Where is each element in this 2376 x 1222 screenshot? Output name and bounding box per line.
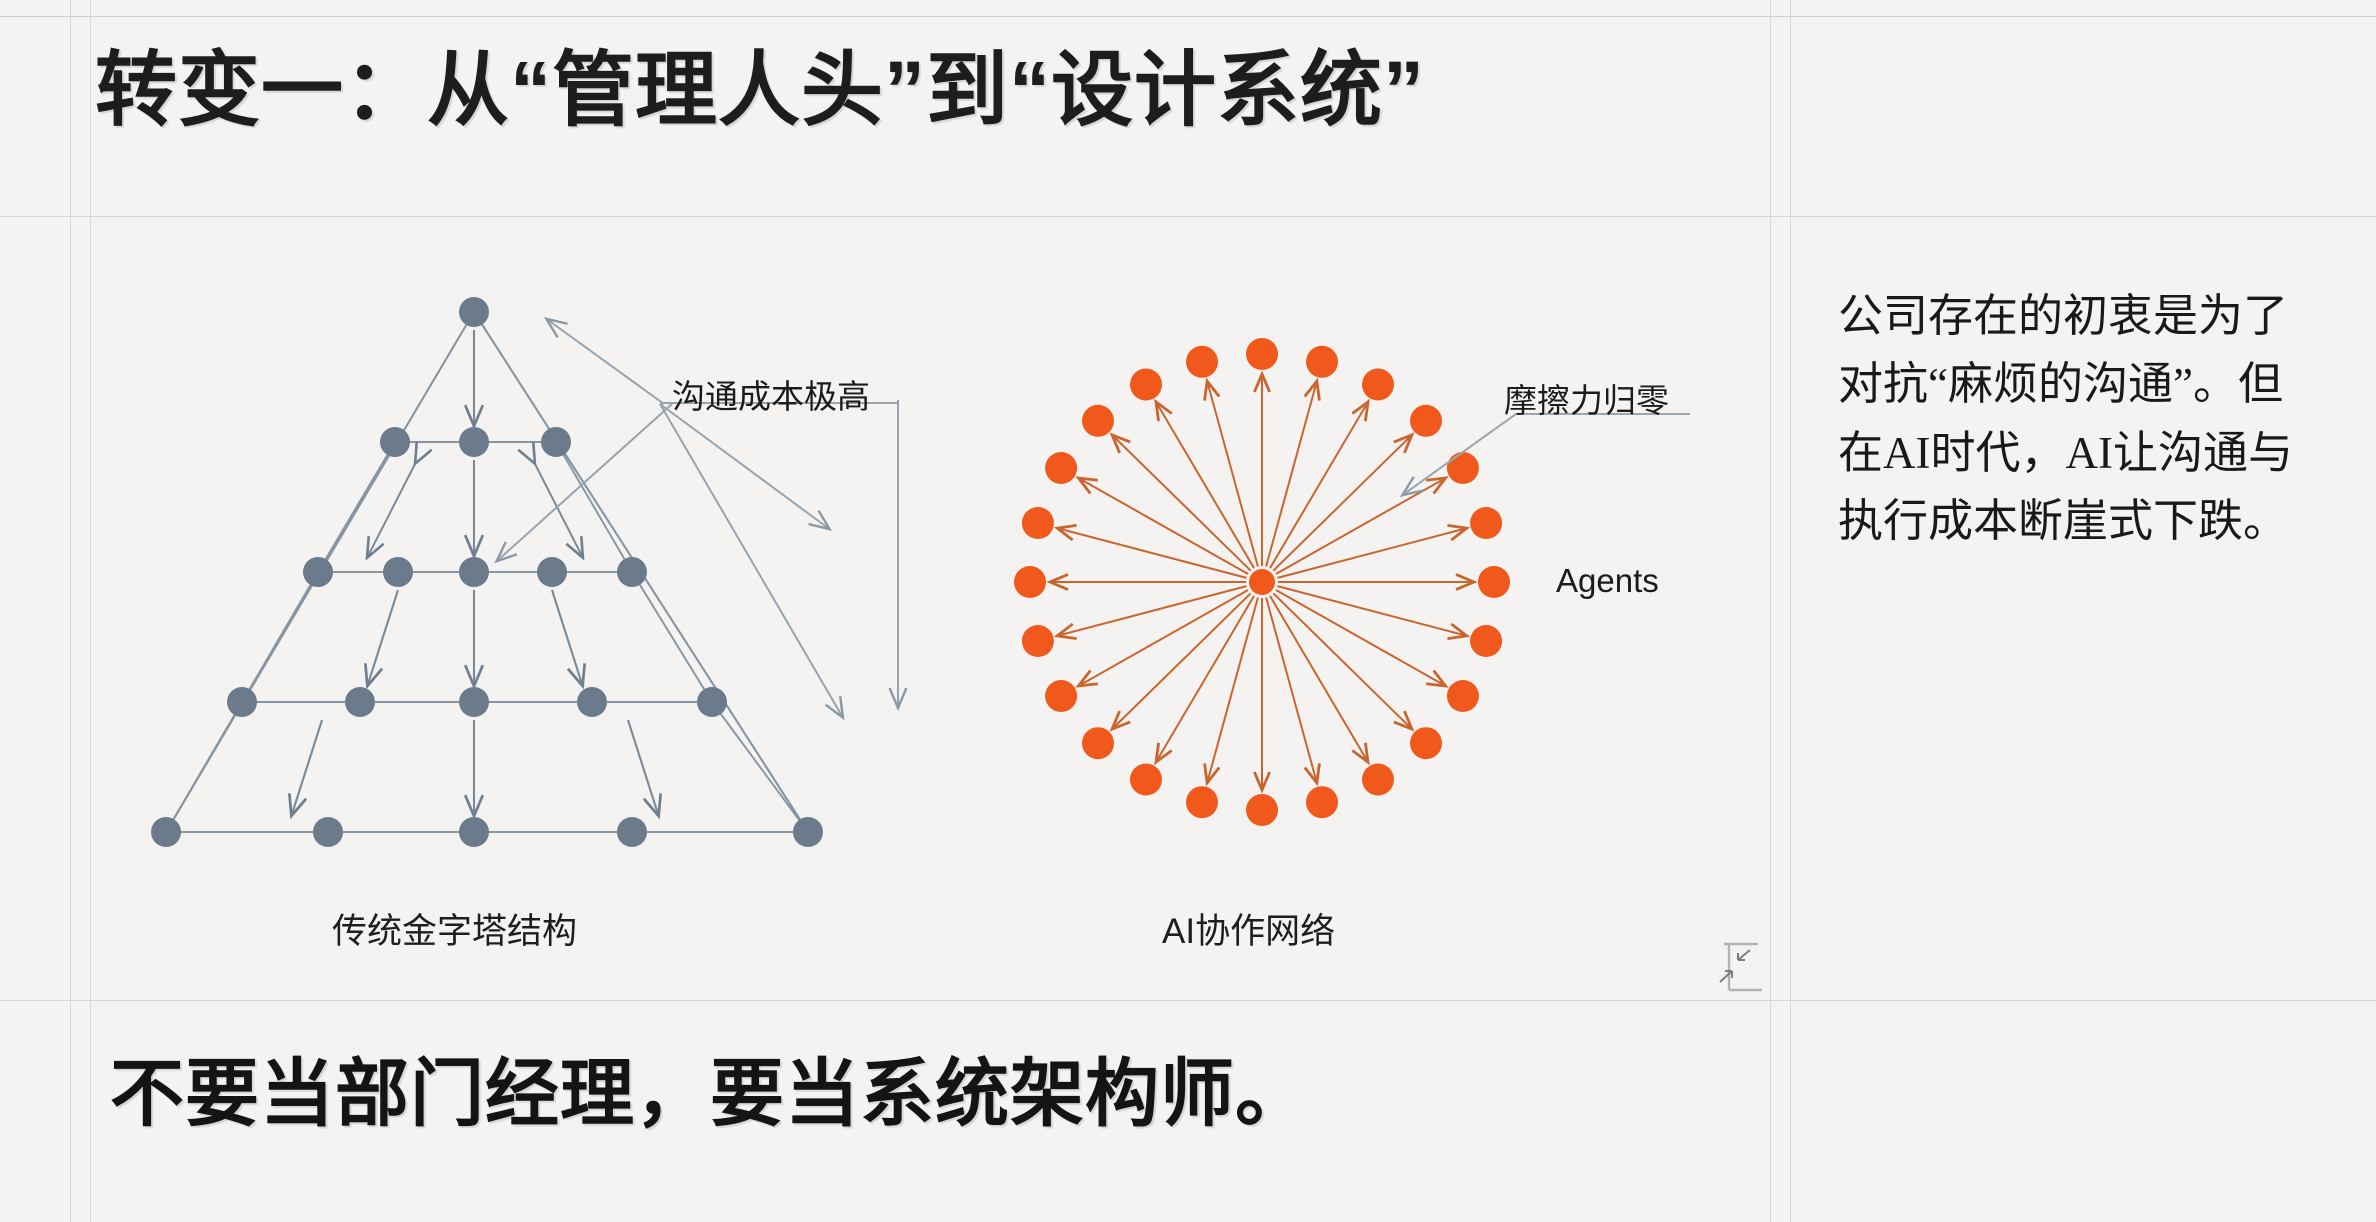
slide-notes-area <box>1790 16 2376 1222</box>
caption-traditional-pyramid: 传统金字塔结构 <box>332 912 578 951</box>
side-note-text: 公司存在的初衷是为了对抗“麻烦的沟通”。但在AI时代，AI让沟通与执行成本断崖式… <box>1838 291 2293 547</box>
guide-horizontal-top <box>0 16 2376 17</box>
guide-horizontal-content-bottom <box>0 1000 2376 1001</box>
annotation-communication-cost: 沟通成本极高 <box>672 378 870 415</box>
guide-vertical-right-outer <box>1790 0 1791 1222</box>
guide-vertical-right-inner <box>1770 0 1771 1222</box>
slide-content-area <box>90 16 1770 1222</box>
annotation-agents-legend: Agents <box>1556 562 1659 599</box>
slide-slogan: 不要当部门经理，要当系统架构师。 <box>110 1052 1310 1135</box>
guide-vertical-left-outer <box>70 0 71 1222</box>
caption-ai-collaboration-network: AI协作网络 <box>1162 912 1336 951</box>
resize-handle-icon[interactable] <box>1718 938 1762 996</box>
guide-horizontal-title-baseline <box>0 216 2376 217</box>
page-title: 转变一：从“管理人头”到“设计系统” <box>95 45 1426 136</box>
annotation-zero-friction: 摩擦力归零 <box>1504 382 1669 419</box>
guide-vertical-left-inner <box>90 0 91 1222</box>
